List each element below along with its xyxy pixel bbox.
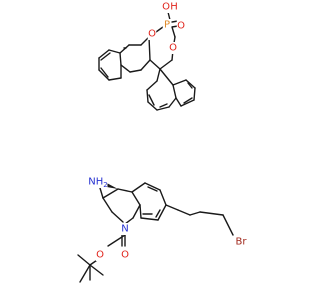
atom-label-background (120, 249, 130, 261)
bond-57 (147, 186, 158, 192)
bond-71 (89, 264, 104, 276)
atom-label-background (161, 1, 171, 13)
bond-39 (187, 82, 193, 89)
atom-label-background (120, 223, 130, 235)
bond-31 (168, 97, 177, 108)
atom-label-background (88, 176, 108, 188)
bond-58 (155, 209, 161, 218)
bond-72 (79, 264, 91, 283)
bond-55 (140, 217, 159, 221)
bond-44 (102, 197, 113, 213)
atom-label-background (95, 249, 105, 261)
bond-6 (140, 36, 150, 46)
atom-o-carbonyl: O (120, 249, 130, 261)
bond-41 (148, 94, 155, 106)
atom-label-background (233, 236, 249, 248)
bond-54 (157, 204, 167, 221)
atom-label-text: H (170, 2, 178, 13)
bond-13 (148, 36, 151, 61)
atom-label-background (168, 42, 178, 54)
atom-p1: P (162, 19, 172, 31)
atom-label-background (169, 1, 179, 13)
bond-34 (172, 79, 187, 86)
bond-45 (111, 211, 124, 223)
bond-0 (155, 26, 164, 33)
bond-19 (108, 77, 122, 81)
bond-62 (189, 211, 201, 216)
bond-48 (131, 191, 141, 206)
bond-42 (159, 103, 168, 108)
bond-15 (108, 49, 121, 54)
atom-br: Br (233, 236, 249, 248)
atom-o-p-right: O (168, 42, 178, 54)
bond-1 (171, 26, 176, 38)
bond-26 (156, 68, 161, 82)
bond-47 (117, 188, 133, 193)
atom-o-p-top: O (161, 1, 171, 13)
bond-3 (167, 11, 171, 21)
bond-35 (185, 79, 196, 89)
bond-12 (140, 59, 151, 71)
atom-h-p-top: H (169, 1, 179, 13)
bond-18 (98, 69, 110, 81)
bond-38 (175, 97, 182, 107)
bond-9 (119, 52, 122, 66)
atom-label-text: O (148, 29, 156, 40)
bond-32 (172, 84, 177, 99)
atom-nh2: NH2 (88, 176, 108, 190)
bond-56 (139, 204, 142, 219)
bond-33 (159, 68, 174, 86)
atom-label-text: O (96, 250, 104, 261)
bond-16 (98, 49, 110, 59)
atom-o-ester: O (95, 249, 105, 261)
bond-63 (199, 211, 224, 216)
bond-69 (77, 254, 91, 266)
atom-label-text: O (162, 2, 170, 13)
atom-o-p-left: O (147, 28, 157, 40)
atom-label-text: O (121, 250, 129, 261)
bond-22 (100, 67, 109, 78)
bond-8 (119, 44, 130, 54)
bond-28 (146, 89, 149, 103)
bond-61 (177, 209, 191, 216)
atom-label-text: Br (236, 237, 248, 248)
atom-n-ring: N (120, 223, 130, 235)
bond-29 (147, 101, 158, 111)
bond-21 (100, 52, 111, 61)
atom-label-text: P (164, 20, 170, 31)
atom-label-subscript: 2 (103, 181, 107, 189)
bond-49 (132, 204, 141, 219)
bond-60 (165, 204, 179, 211)
bond-52 (144, 182, 161, 191)
bond-10 (120, 64, 131, 73)
atom-label-text: O (169, 43, 177, 54)
bond-46 (102, 188, 119, 199)
bond-36 (193, 87, 196, 101)
bond-53 (159, 189, 167, 206)
atom-label-background (162, 19, 172, 31)
atom-label-text: O (177, 21, 185, 32)
atom-label-text: NH2 (88, 177, 107, 190)
bond-23 (149, 59, 161, 70)
atom-o-p-dbl: O (176, 20, 186, 32)
bond-64 (222, 214, 234, 236)
bond-layer (77, 11, 234, 283)
bond-37 (180, 99, 195, 107)
atom-label-background (176, 20, 186, 32)
bond-43 (99, 187, 104, 199)
atom-label-background (147, 28, 157, 40)
bond-27 (146, 80, 158, 91)
bond-24 (159, 59, 173, 70)
bond-51 (131, 182, 146, 193)
bond-67 (107, 234, 126, 247)
bond-11 (129, 69, 142, 73)
bond-40 (183, 97, 193, 104)
bond-30 (156, 106, 170, 111)
atom-label-text: N (121, 224, 128, 235)
